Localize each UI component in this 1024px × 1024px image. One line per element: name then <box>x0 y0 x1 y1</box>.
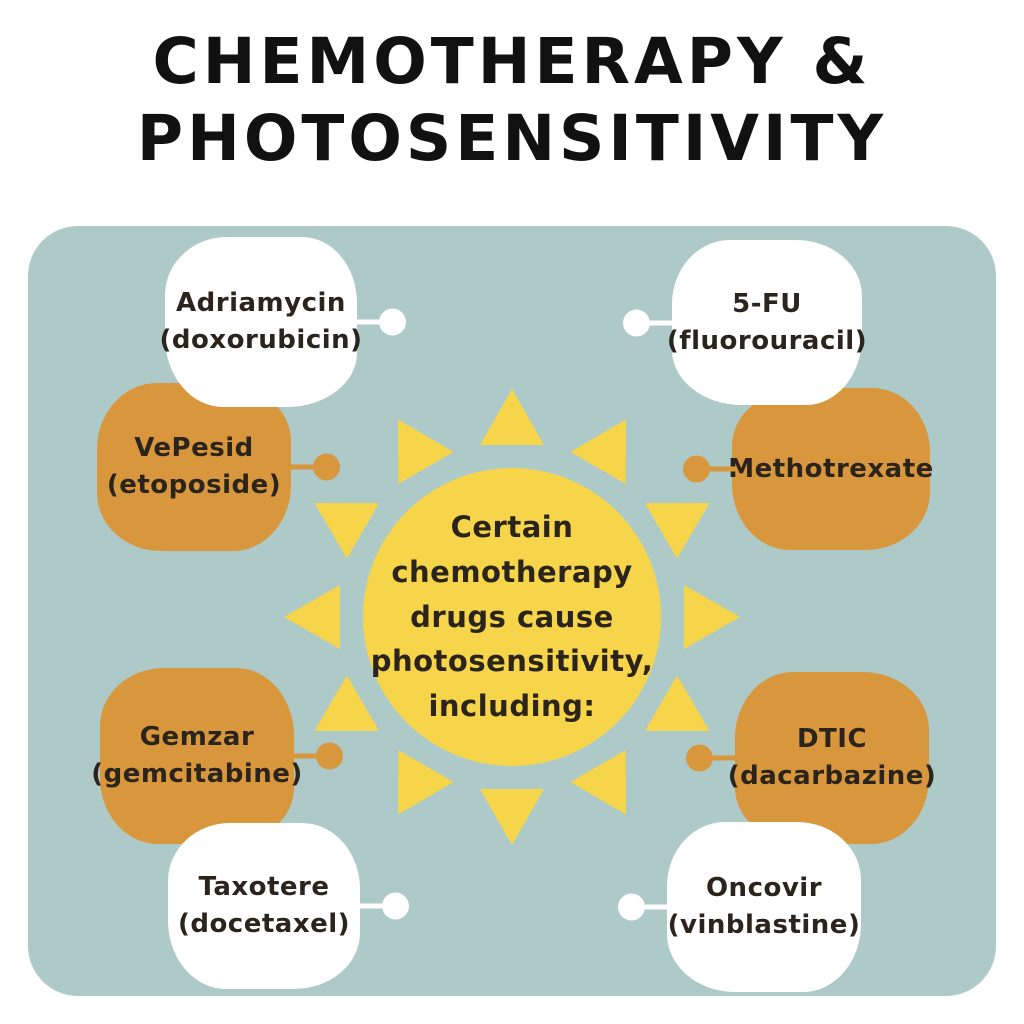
connector-dot <box>313 453 340 481</box>
connector-dot <box>382 892 409 920</box>
drug-card-label: Oncovir (vinblastine) <box>668 870 861 944</box>
drug-card-adriamycin: Adriamycin (doxorubicin) <box>159 237 406 407</box>
drug-card-label: 5-FU (fluorouracil) <box>667 286 867 360</box>
drug-card-label: Gemzar (gemcitabine) <box>91 719 303 793</box>
drug-generic-name: (dacarbazine) <box>727 761 937 791</box>
connector-line <box>353 308 406 336</box>
drug-generic-name: (etoposide) <box>106 470 282 500</box>
drug-card-label: VePesid (etoposide) <box>107 430 281 504</box>
connector-line <box>618 893 671 921</box>
drug-brand-name: DTIC <box>796 724 868 755</box>
drug-generic-name: (docetaxel) <box>177 909 351 939</box>
connector-line-segment <box>287 464 313 470</box>
drug-card-gemzar: Gemzar (gemcitabine) <box>91 668 343 844</box>
connector-line <box>287 453 340 481</box>
connector-dot <box>316 742 343 770</box>
drug-card-label: Adriamycin (doxorubicin) <box>159 285 362 359</box>
connector-line-segment <box>353 319 379 325</box>
connector-dot <box>683 455 710 483</box>
drug-card-label: Taxotere (docetaxel) <box>178 869 350 943</box>
connector-line <box>356 892 409 920</box>
connector-dot <box>618 893 645 921</box>
page-title-line1: CHEMOTHERAPY & <box>152 25 872 98</box>
connector-line-segment <box>356 903 382 909</box>
drug-brand-name: Methotrexate <box>728 453 934 484</box>
connector-line <box>686 744 739 772</box>
drug-card-vepesid: VePesid (etoposide) <box>97 383 340 551</box>
connector-line-segment <box>645 904 671 910</box>
drug-brand-name: Gemzar <box>139 722 255 753</box>
drug-card-methotrexate: Methotrexate <box>683 388 933 550</box>
drug-brand-name: VePesid <box>134 433 254 464</box>
drug-generic-name: (vinblastine) <box>667 910 861 940</box>
drug-card-5fu: 5-FU (fluorouracil) <box>623 240 867 405</box>
sun-icon: Certain chemotherapy drugs cause photose… <box>363 468 661 766</box>
connector-line-segment <box>710 466 736 472</box>
page-title-line2: PHOTOSENSITIVITY <box>136 101 888 175</box>
drug-generic-name: (gemcitabine) <box>91 759 303 789</box>
drug-brand-name: 5-FU <box>732 288 802 319</box>
connector-line <box>290 742 343 770</box>
drug-generic-name: (doxorubicin) <box>159 325 363 355</box>
connector-dot <box>379 308 406 336</box>
drug-brand-name: Taxotere <box>198 872 330 903</box>
connector-line-segment <box>290 753 316 759</box>
connector-line <box>683 455 736 483</box>
connector-line <box>623 309 676 336</box>
connector-line-segment <box>713 755 739 761</box>
page-title: CHEMOTHERAPY & PHOTOSENSITIVITY <box>0 24 1024 178</box>
drug-card-label: Methotrexate <box>728 451 934 488</box>
drug-card-label: DTIC (dacarbazine) <box>728 721 937 795</box>
drug-card-taxotere: Taxotere (docetaxel) <box>168 823 409 989</box>
drug-brand-name: Adriamycin <box>176 288 346 319</box>
sun-message: Certain chemotherapy drugs cause photose… <box>370 509 654 724</box>
drug-card-oncovir: Oncovir (vinblastine) <box>618 822 861 992</box>
connector-dot <box>623 309 650 336</box>
connector-line-segment <box>650 320 676 325</box>
connector-dot <box>686 744 713 772</box>
drug-brand-name: Oncovir <box>705 873 823 904</box>
drug-generic-name: (fluorouracil) <box>666 325 868 356</box>
drug-card-dtic: DTIC (dacarbazine) <box>686 672 936 844</box>
